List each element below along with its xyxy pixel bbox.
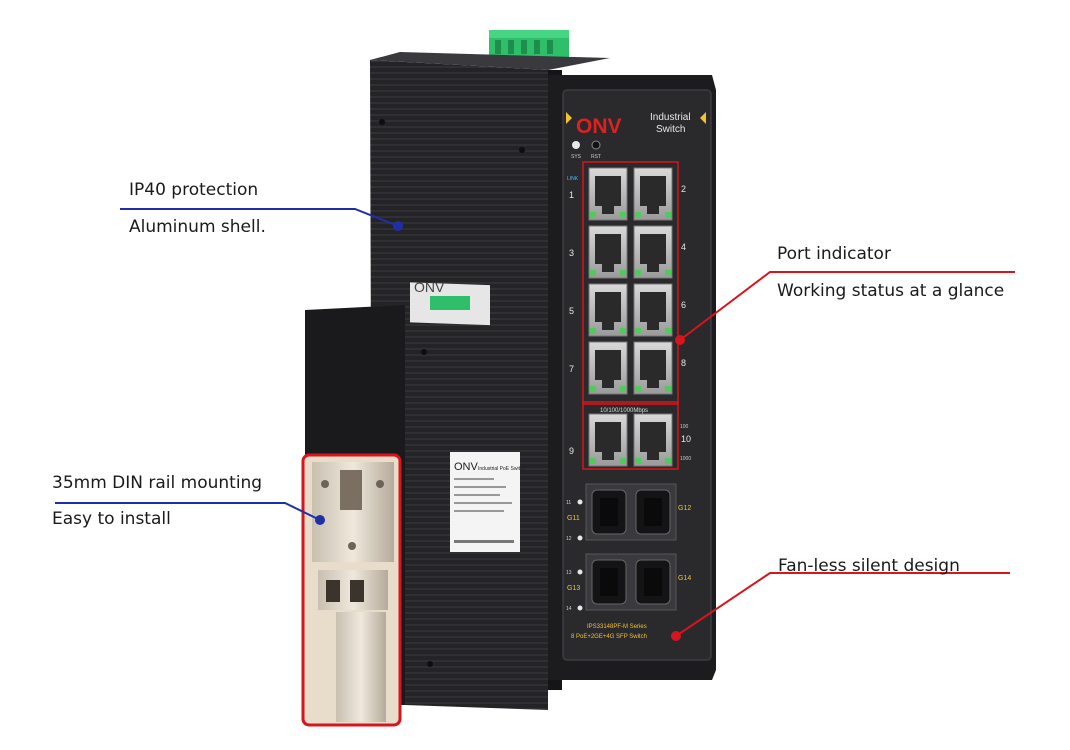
speed-label: 10/100/1000Mbps	[600, 408, 648, 414]
sfp-led-number-11: 11	[566, 500, 571, 506]
link-label: LINK	[567, 176, 579, 182]
sys-label: SYS	[571, 154, 582, 160]
sfp-led-11	[577, 499, 583, 505]
sfp-led-14	[577, 605, 583, 611]
product-side-label: ONV Industrial PoE Switch	[450, 452, 525, 552]
uplink-highlight-frame	[582, 401, 679, 470]
rj45-port-grid: 1 2 3 4 5 6 7 8 9 10	[569, 167, 691, 467]
ip40-dot	[393, 221, 403, 231]
fan-title: Fan-less silent design	[778, 556, 960, 576]
port-number-5: 5	[569, 306, 574, 316]
sfp-port-G11[interactable]	[591, 489, 627, 535]
rear-tag-brand: ONV	[414, 279, 445, 295]
ip40-subtitle: Aluminum shell.	[129, 217, 266, 237]
front-panel: ONV Industrial Switch SYS RST LINK 12345…	[548, 75, 716, 680]
side-label-brand: ONV	[454, 461, 479, 473]
speed-led-1000: 1000	[680, 456, 691, 462]
sfp-led-12	[577, 535, 583, 541]
sfp-port-G12[interactable]	[635, 489, 671, 535]
port-subtitle: Working status at a glance	[777, 281, 1005, 301]
sys-led	[572, 141, 580, 149]
sfp-led-number-14: 14	[566, 606, 572, 612]
rj45-port-8[interactable]	[633, 341, 673, 395]
port-number-2: 2	[681, 184, 686, 194]
sfp-label-G12: G12	[678, 505, 691, 512]
sfp-port-G14[interactable]	[635, 559, 671, 605]
rj45-port-6[interactable]	[633, 283, 673, 337]
din-rail-clip	[301, 453, 402, 727]
model-line1: IPS33148PF-M Series	[587, 624, 647, 630]
side-label-text: Industrial PoE Switch	[478, 466, 525, 472]
din-title: 35mm DIN rail mounting	[52, 473, 263, 493]
port-number-3: 3	[569, 248, 574, 258]
model-line2: 8 PoE+2GE+4G SFP Switch	[571, 634, 647, 640]
din-dot	[315, 515, 325, 525]
port-dot	[675, 335, 685, 345]
din-leader	[55, 502, 321, 521]
rj45-port-4[interactable]	[633, 225, 673, 279]
sfp-port-G13[interactable]	[591, 559, 627, 605]
brand-logo: ONV	[576, 115, 622, 138]
port-highlight-frame	[582, 161, 679, 405]
sfp-label-G14: G14	[678, 575, 691, 582]
port-number-1: 1	[569, 190, 574, 200]
ip40-title: IP40 protection	[129, 180, 259, 200]
rj45-port-3[interactable]	[588, 225, 628, 279]
rst-label: RST	[591, 154, 601, 160]
fan-dot	[671, 631, 681, 641]
sfp-label-G13: G13	[567, 585, 580, 592]
port-number-4: 4	[681, 242, 686, 252]
din-subtitle: Easy to install	[52, 509, 171, 529]
ip40-leader	[120, 208, 399, 227]
uplink-port-10[interactable]	[633, 413, 673, 467]
sfp-led-number-12: 12	[566, 536, 572, 542]
uplink-port-9[interactable]	[588, 413, 628, 467]
sfp-label-G11: G11	[567, 515, 580, 522]
rj45-port-5[interactable]	[588, 283, 628, 337]
callout-leaders	[55, 208, 1015, 641]
product-label-line2: Switch	[656, 124, 685, 135]
fan-leader	[675, 572, 1010, 637]
port-number-6: 6	[681, 300, 686, 310]
sfp-led-number-13: 13	[566, 570, 572, 576]
product-label-line1: Industrial	[650, 112, 691, 123]
reset-button[interactable]	[591, 140, 601, 150]
sfp-led-13	[577, 569, 583, 575]
port-title: Port indicator	[777, 244, 891, 264]
port-number-7: 7	[569, 364, 574, 374]
rj45-port-1[interactable]	[588, 167, 628, 221]
port-number-8: 8	[681, 358, 686, 368]
uplink-number-10: 10	[681, 434, 691, 444]
rj45-port-7[interactable]	[588, 341, 628, 395]
speed-led-100: 100	[680, 424, 689, 430]
port-leader	[679, 271, 1015, 341]
uplink-number-9: 9	[569, 446, 574, 456]
rj45-port-2[interactable]	[633, 167, 673, 221]
